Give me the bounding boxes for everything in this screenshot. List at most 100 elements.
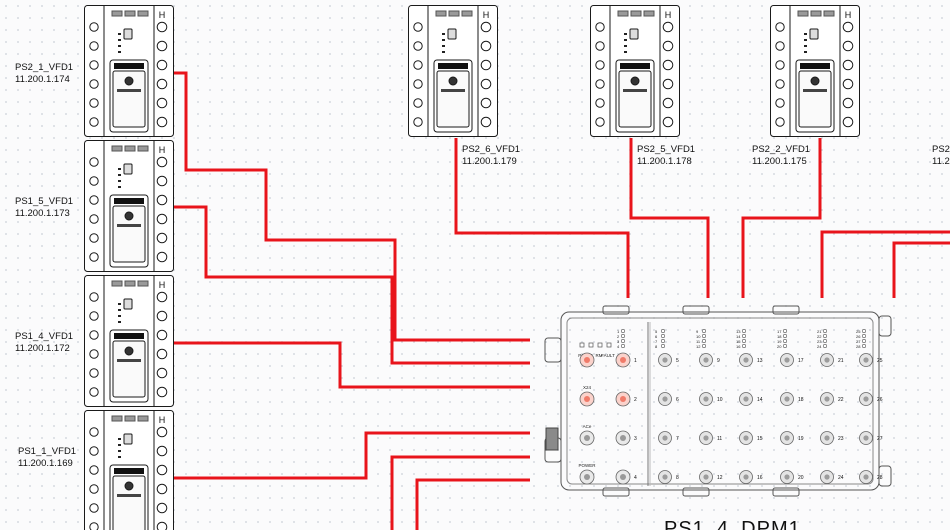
dpm-port-pin <box>863 435 869 441</box>
vfd-io-terminal <box>89 427 99 437</box>
vfd-io-terminal <box>413 98 423 108</box>
vfd-logo-icon <box>124 346 134 356</box>
dpm-port-pin <box>824 357 830 363</box>
vfd-logo-icon <box>810 76 820 86</box>
vfd-io-terminal <box>156 502 168 514</box>
dpm-port-number: 7 <box>676 436 679 442</box>
vfd-display <box>123 433 133 445</box>
vfd-cover <box>112 205 146 263</box>
dpm-port-pin <box>863 396 869 402</box>
dpm-port-pin <box>620 435 626 441</box>
vfd-io-terminal <box>89 98 99 108</box>
vfd-io-terminal <box>480 21 492 33</box>
vfd-brand-mark <box>117 359 141 362</box>
dpm-index: 18 <box>777 334 782 339</box>
vfd-io-terminal <box>156 97 168 109</box>
dpm-port-number: 9 <box>717 358 720 364</box>
dpm-index-led <box>783 338 788 343</box>
vfd-led <box>804 45 807 47</box>
vfd-terminal-mark: H <box>159 10 166 20</box>
vfd-name: PS1_4_VFD1 <box>15 331 74 342</box>
vfd-led <box>118 39 121 41</box>
vfd-keypad <box>800 63 830 69</box>
vfd-header-block <box>124 10 136 17</box>
dpm-top-tab <box>602 305 630 315</box>
vfd-header-block <box>111 415 123 422</box>
vfd-led <box>118 51 121 53</box>
vfd-led <box>118 321 121 323</box>
vfd-ip: 11.200.1.179 <box>462 156 517 167</box>
dpm-bottom-tab <box>682 487 710 497</box>
dpm-index-led <box>661 338 666 343</box>
vfd-io-terminal <box>156 464 168 476</box>
dpm-port-number: 1 <box>634 358 637 364</box>
vfd-io-terminal <box>156 116 168 128</box>
dpm-port-number: 13 <box>757 358 763 364</box>
vfd-cover <box>112 475 146 530</box>
vfd-io-terminal <box>480 116 492 128</box>
dpm-port-pin <box>824 396 830 402</box>
vfd-io-terminal <box>775 22 785 32</box>
vfd-label-ps2-5: PS2_5_VFD1 11.200.1.178 <box>637 144 695 168</box>
dpm-index-led <box>702 338 707 343</box>
vfd-header-block <box>137 280 149 287</box>
vfd-led <box>118 33 121 35</box>
vfd-terminal-mark: H <box>159 280 166 290</box>
vfd-led <box>624 39 627 41</box>
vfd-cover <box>112 70 146 128</box>
vfd-logo-icon <box>124 481 134 491</box>
vfd-io-terminal <box>156 232 168 244</box>
vfd-symbol: H <box>408 5 498 137</box>
wire-ps2-1 <box>173 71 530 342</box>
vfd-label-ps2-offscreen: PS2_ 11.2 <box>932 144 950 168</box>
vfd-io-terminal <box>842 40 854 52</box>
vfd-io-terminal <box>842 97 854 109</box>
dpm-index-led <box>742 333 747 338</box>
vfd-label-ps2-2: PS2_2_VFD1 11.200.1.175 <box>752 144 810 168</box>
vfd-io-terminal <box>842 21 854 33</box>
dpm-index: 27 <box>856 339 861 344</box>
vfd-terminal-mark: H <box>159 145 166 155</box>
vfd-ip: 11.2 <box>932 156 950 167</box>
vfd-brand-mark <box>803 89 827 92</box>
dpm-index-led <box>661 343 666 348</box>
dpm-port-number: 18 <box>798 397 804 403</box>
dpm-index: 13 <box>736 329 741 334</box>
dpm-port-pin <box>863 357 869 363</box>
vfd-io-terminal <box>662 59 674 71</box>
vfd-led <box>804 51 807 53</box>
wire-ps2-2 <box>741 138 822 298</box>
vfd-led <box>118 315 121 317</box>
vfd-ip: 11.200.1.173 <box>15 208 70 219</box>
vfd-led <box>442 39 445 41</box>
vfd-header-block <box>124 145 136 152</box>
vfd-name: PS2_2_VFD1 <box>752 144 811 155</box>
vfd-io-terminal <box>842 59 854 71</box>
dpm-port-number: 27 <box>877 436 883 442</box>
wire-offscreen-2 <box>892 241 950 298</box>
dpm-port-label: POWER <box>578 463 596 468</box>
dpm-index-led <box>661 333 666 338</box>
vfd-display <box>123 298 133 310</box>
dpm-port-pin <box>743 474 749 480</box>
dpm-port-pin <box>824 435 830 441</box>
dpm-port-number: 5 <box>676 358 679 364</box>
vfd-io-terminal <box>156 348 168 360</box>
vfd-io-terminal <box>156 156 168 168</box>
dpm-top-tab <box>682 305 710 315</box>
vfd-name: PS2_6_VFD1 <box>462 144 521 155</box>
dpm-port-pin <box>703 396 709 402</box>
dpm-top-tab <box>772 305 800 315</box>
vfd-ip: 11.200.1.172 <box>15 343 70 354</box>
dpm-index-led <box>742 338 747 343</box>
dpm-port-number: 15 <box>757 436 763 442</box>
dpm-status-label: FAULT <box>601 353 615 358</box>
dpm-title: PS1_4_DPM1 <box>664 518 801 530</box>
vfd-io-terminal <box>775 79 785 89</box>
vfd-symbol: H <box>770 5 860 137</box>
vfd-io-terminal <box>156 21 168 33</box>
vfd-name: PS2_ <box>932 144 950 155</box>
dpm-index: 10 <box>696 334 701 339</box>
dpm-port-pin <box>584 435 590 441</box>
